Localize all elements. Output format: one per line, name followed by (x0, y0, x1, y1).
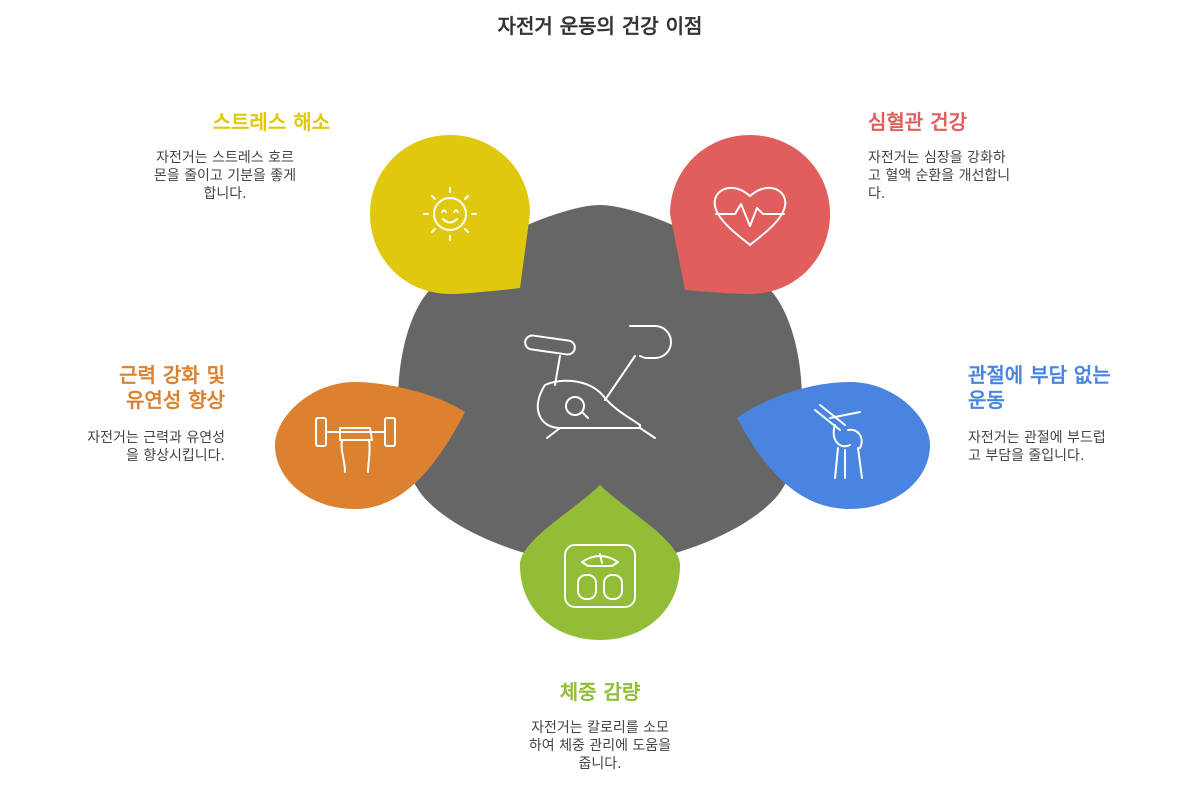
text-line: 운동 (968, 388, 1005, 412)
text-line: 자전거는 근력과 유연성 (87, 430, 225, 446)
smiling-sun-icon (423, 187, 477, 241)
text-line: 관절에 부담 없는 (968, 363, 1111, 387)
joint-petal (737, 382, 930, 509)
text-line: 자전거는 심장을 강화하 (868, 150, 1006, 166)
text-line: 고 혈액 순환을 개선합니 (868, 168, 1011, 184)
page-title: 자전거 운동의 건강 이점 (497, 14, 703, 38)
scale-icon (564, 544, 636, 608)
exercise-bike-icon (524, 325, 672, 439)
text-line: 하여 체중 관리에 도움을 (528, 738, 672, 754)
text-line: 줍니다. (578, 756, 622, 772)
text-line: 자전거는 칼로리를 소모 (531, 720, 669, 736)
text-line: 자전거는 관절에 부드럽 (968, 430, 1106, 446)
weight-petal (520, 485, 680, 640)
text-line: 다. (868, 186, 886, 202)
dumbbell-hand-icon (315, 417, 396, 473)
cardio-petal (670, 135, 830, 294)
text-line: 합니다. (203, 186, 247, 202)
text-line: 자전거는 스트레스 호르 (156, 150, 294, 166)
benefit-title: 스트레스 해소 (100, 110, 330, 135)
text-line: 체중 감량 (559, 680, 641, 704)
benefit-title: 체중 감량 (475, 680, 725, 705)
center-pentagon (398, 205, 802, 565)
heartbeat-icon (713, 186, 787, 246)
benefit-title: 심혈관 건강 (868, 110, 1088, 135)
knee-joint-icon (814, 404, 863, 479)
text-line: 유연성 향상 (126, 388, 225, 412)
text-line: 을 향상시킵니다. (125, 448, 225, 464)
text-line: 고 부담을 줄입니다. (968, 448, 1085, 464)
stress-petal (370, 135, 530, 294)
text-line: 스트레스 해소 (212, 110, 330, 134)
text-line: 근력 강화 및 (119, 363, 225, 387)
text-line: 몬을 줄이고 기분을 좋게 (153, 168, 297, 184)
text-line: 심혈관 건강 (868, 110, 967, 134)
